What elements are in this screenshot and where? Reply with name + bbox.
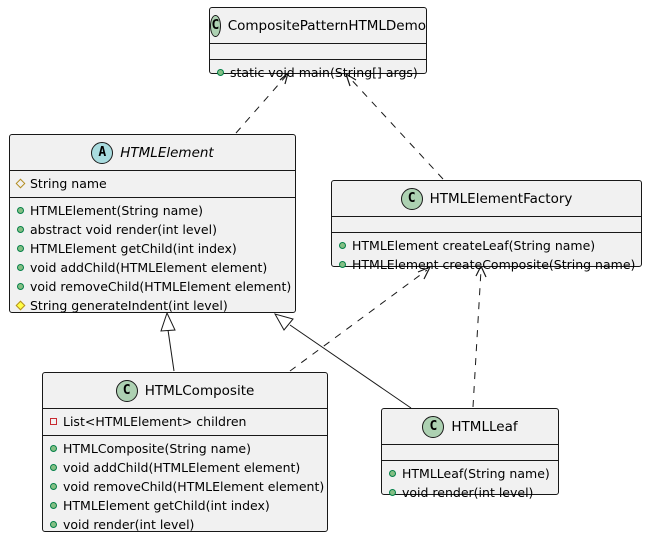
protected-icon: [15, 300, 26, 311]
method-text: static void main(String[] args): [230, 65, 418, 80]
field-text: List<HTMLElement> children: [63, 414, 247, 429]
public-icon: [217, 69, 224, 76]
private-icon: [50, 418, 57, 425]
class-name: CompositePatternHTMLDemo: [227, 17, 426, 34]
inheritance-triangle-leaf: [273, 313, 294, 331]
class-header: C HTMLLeaf: [382, 409, 558, 445]
class-name: HTMLLeaf: [451, 418, 518, 435]
public-icon: [50, 464, 57, 471]
methods-section: static void main(String[] args): [210, 60, 426, 86]
public-icon: [389, 470, 396, 477]
methods-section: HTMLComposite(String name) void addChild…: [43, 436, 327, 538]
method-text: HTMLElement createComposite(String name): [352, 257, 636, 272]
method-text: void render(int level): [402, 485, 534, 500]
method-text: HTMLElement createLeaf(String name): [352, 238, 596, 253]
method-item: HTMLElement createComposite(String name): [332, 255, 641, 274]
methods-section: HTMLElement createLeaf(String name) HTML…: [332, 233, 641, 278]
inheritance-composite-line: [167, 329, 175, 372]
method-text: void removeChild(HTMLElement element): [63, 479, 325, 494]
class-composite-pattern-html-demo[interactable]: C CompositePatternHTMLDemo static void m…: [209, 7, 427, 80]
methods-section: HTMLElement(String name) abstract void r…: [10, 198, 295, 319]
method-text: HTMLLeaf(String name): [402, 466, 550, 481]
fields-section: [382, 445, 558, 461]
method-item: HTMLComposite(String name): [43, 439, 327, 458]
class-name: HTMLElementFactory: [429, 190, 573, 207]
public-icon: [17, 207, 24, 214]
dependency-factory-to-demo: [347, 75, 444, 180]
method-text: void removeChild(HTMLElement element): [30, 279, 292, 294]
class-html-element-factory[interactable]: C HTMLElementFactory HTMLElement createL…: [331, 180, 642, 272]
arrowhead-factory-from-composite: [417, 265, 432, 280]
inheritance-triangle-composite: [160, 311, 176, 332]
fields-section: [332, 217, 641, 233]
method-item: HTMLElement createLeaf(String name): [332, 236, 641, 255]
class-html-element[interactable]: A HTMLElement String name HTMLElement(St…: [9, 134, 296, 313]
method-item: void removeChild(HTMLElement element): [43, 477, 327, 496]
fields-section: [210, 44, 426, 60]
method-item: void removeChild(HTMLElement element): [10, 277, 295, 296]
methods-section: HTMLLeaf(String name) void render(int le…: [382, 461, 558, 506]
class-name: HTMLElement: [120, 144, 214, 161]
protected-icon: [15, 178, 26, 189]
method-text: HTMLComposite(String name): [63, 441, 251, 456]
class-badge-icon: C: [400, 187, 423, 210]
dependency-composite-to-factory: [289, 269, 428, 372]
public-icon: [339, 261, 346, 268]
field-text: String name: [30, 176, 107, 191]
class-html-leaf[interactable]: C HTMLLeaf HTMLLeaf(String name) void re…: [381, 408, 559, 500]
method-item: HTMLElement(String name): [10, 201, 295, 220]
arrowhead-demo-from-factory: [344, 72, 357, 87]
method-text: void addChild(HTMLElement element): [63, 460, 301, 475]
method-item: abstract void render(int level): [10, 220, 295, 239]
method-text: String generateIndent(int level): [30, 298, 228, 313]
class-header: A HTMLElement: [10, 135, 295, 171]
method-text: void addChild(HTMLElement element): [30, 260, 268, 275]
method-text: HTMLElement(String name): [30, 203, 204, 218]
public-icon: [17, 226, 24, 233]
public-icon: [17, 264, 24, 271]
public-icon: [50, 502, 57, 509]
inheritance-leaf-line: [289, 324, 412, 409]
class-badge-icon: C: [210, 14, 221, 37]
class-header: C HTMLElementFactory: [332, 181, 641, 217]
method-item: HTMLElement getChild(int index): [10, 239, 295, 258]
method-item: static void main(String[] args): [210, 63, 426, 82]
dependency-leaf-to-factory: [472, 269, 482, 408]
method-item: void render(int level): [382, 483, 558, 502]
public-icon: [50, 521, 57, 528]
public-icon: [17, 245, 24, 252]
abstract-badge-icon: A: [91, 141, 114, 164]
class-name: HTMLComposite: [144, 382, 255, 399]
method-item: void addChild(HTMLElement element): [43, 458, 327, 477]
method-item: HTMLLeaf(String name): [382, 464, 558, 483]
method-item: void addChild(HTMLElement element): [10, 258, 295, 277]
fields-section: String name: [10, 171, 295, 198]
method-item: void render(int level): [43, 515, 327, 534]
fields-section: List<HTMLElement> children: [43, 409, 327, 436]
public-icon: [50, 483, 57, 490]
public-icon: [50, 445, 57, 452]
method-item: String generateIndent(int level): [10, 296, 295, 315]
class-html-composite[interactable]: C HTMLComposite List<HTMLElement> childr…: [42, 372, 328, 532]
public-icon: [17, 283, 24, 290]
field-item: String name: [10, 174, 295, 193]
method-item: HTMLElement getChild(int index): [43, 496, 327, 515]
class-header: C CompositePatternHTMLDemo: [210, 8, 426, 44]
public-icon: [389, 489, 396, 496]
class-header: C HTMLComposite: [43, 373, 327, 409]
field-item: List<HTMLElement> children: [43, 412, 327, 431]
method-text: HTMLElement getChild(int index): [30, 241, 237, 256]
method-text: void render(int level): [63, 517, 195, 532]
method-text: HTMLElement getChild(int index): [63, 498, 270, 513]
class-badge-icon: C: [115, 379, 138, 402]
public-icon: [339, 242, 346, 249]
class-badge-icon: C: [422, 415, 445, 438]
method-text: abstract void render(int level): [30, 222, 217, 237]
